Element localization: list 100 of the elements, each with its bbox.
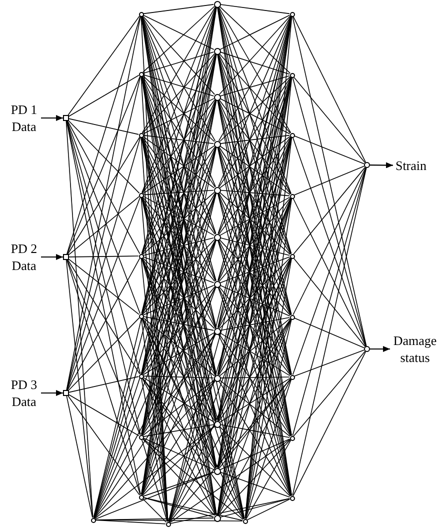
connection-line [142, 196, 214, 236]
connection-line [245, 378, 292, 520]
connection-line [66, 120, 141, 314]
hidden-neuron [138, 374, 144, 378]
connection-line [142, 256, 214, 284]
hidden-neuron [290, 436, 294, 440]
hidden-neuron [138, 12, 144, 16]
connection-line [220, 376, 290, 378]
connection-line [142, 286, 216, 374]
connection-line [68, 394, 140, 436]
connection-line [218, 53, 291, 134]
hidden-neuron [290, 132, 294, 138]
connection-line [218, 378, 292, 516]
connection-line [143, 74, 214, 96]
connection-line [95, 520, 243, 522]
hidden-neuron [290, 374, 294, 380]
connection-line [94, 472, 214, 520]
connection-line [220, 14, 290, 50]
connection-line [143, 190, 214, 196]
connection-line [219, 439, 291, 516]
connection-line [143, 376, 214, 378]
arrow [370, 162, 393, 168]
connection-line [142, 318, 244, 520]
connection-line [142, 136, 215, 188]
connection-line [292, 16, 366, 163]
connection-line [142, 15, 216, 95]
hidden-neuron [166, 522, 170, 526]
connection-line [294, 136, 365, 164]
connection-line [142, 317, 215, 376]
connection-line [218, 76, 292, 234]
arrow [41, 390, 63, 396]
connection-line [292, 168, 367, 436]
output-label: Damage status [392, 332, 438, 366]
connection-line [168, 198, 292, 522]
connection-line [142, 146, 214, 194]
connection-line [66, 120, 141, 495]
connection-line [218, 136, 291, 235]
connection-line [220, 196, 290, 236]
connection-line [293, 350, 366, 436]
connection-line [220, 52, 290, 75]
connection-line [220, 424, 290, 438]
connection-line [143, 134, 214, 144]
connection-line [142, 196, 216, 282]
connection-line [293, 258, 366, 348]
connection-line [142, 378, 244, 520]
connection-line [218, 318, 292, 516]
hidden-neuron [290, 12, 294, 16]
hidden-neuron [214, 280, 220, 288]
connection-line [142, 284, 214, 316]
hidden-neuron [138, 254, 144, 258]
connection-line [141, 318, 216, 516]
connection-line [292, 351, 366, 496]
connection-line [66, 396, 93, 518]
connection-line [218, 286, 292, 436]
connection-line [246, 440, 292, 520]
connection-line [218, 333, 291, 436]
connection-line [66, 16, 141, 390]
hidden-neuron [138, 72, 144, 76]
connection-line [142, 472, 214, 497]
connection-line [141, 378, 168, 522]
connection-line [142, 318, 216, 422]
hidden-neuron [290, 314, 294, 320]
connection-line [141, 54, 216, 254]
connection-line [142, 76, 216, 188]
connection-line [142, 53, 216, 134]
connection-line [220, 4, 290, 14]
input-label: PD 2 Data [10, 240, 38, 274]
connection-line [170, 439, 290, 523]
arrow [41, 115, 63, 121]
connection-line [220, 256, 290, 284]
connection-line [244, 198, 292, 519]
connection-line [142, 378, 216, 469]
connection-line [218, 76, 292, 282]
connection-line [68, 258, 140, 315]
connection-line [68, 256, 139, 258]
hidden-neuron [138, 434, 144, 440]
hidden-neuron [214, 48, 220, 54]
connection-line [142, 6, 215, 73]
connection-line [143, 4, 214, 14]
connection-line [94, 240, 216, 518]
connection-line [292, 77, 367, 346]
output-neuron [364, 162, 370, 168]
connection-line [142, 54, 216, 194]
connection-line [218, 100, 292, 254]
connection-line [218, 54, 292, 194]
connection-line [142, 426, 215, 496]
connection-line [68, 120, 140, 194]
hidden-neuron [242, 518, 248, 524]
connection-line [142, 136, 216, 282]
connection-line [218, 99, 291, 194]
connection-line [294, 166, 365, 196]
connection-line [143, 424, 214, 437]
connection-line [219, 318, 290, 376]
connection-line [68, 16, 140, 116]
connection-line [142, 378, 216, 516]
connection-line [220, 75, 290, 96]
hidden-neuron [214, 94, 220, 100]
connection-line [220, 498, 290, 518]
connection-line [94, 426, 215, 519]
connection-line [292, 167, 366, 376]
